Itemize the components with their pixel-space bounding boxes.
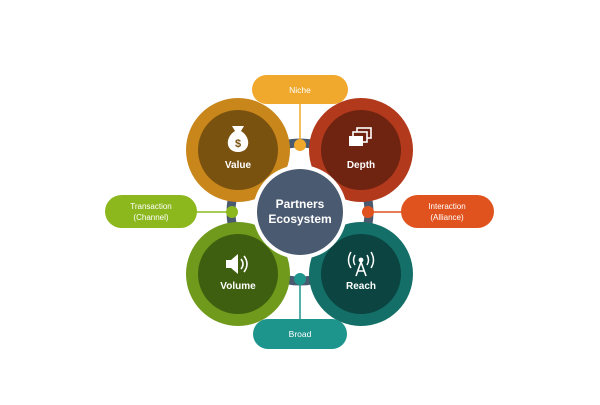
depth-node: Depth xyxy=(309,98,413,202)
svg-text:$: $ xyxy=(235,138,241,150)
volume-node: Volume xyxy=(186,222,290,326)
money-bag-icon: $ xyxy=(227,126,249,152)
speaker-icon xyxy=(226,254,248,274)
stacked-cards-icon xyxy=(349,127,372,146)
niche-label: Niche xyxy=(289,85,311,95)
transaction-label-line2: (Channel) xyxy=(133,213,168,222)
center-title-line2: Ecosystem xyxy=(268,212,331,226)
depth-label: Depth xyxy=(347,160,375,171)
niche-dot xyxy=(294,139,306,151)
interaction-pill: Interaction (Alliance) xyxy=(401,195,494,228)
interaction-label-line1: Interaction xyxy=(428,202,465,211)
center-hub: Partners Ecosystem xyxy=(253,165,347,259)
reach-label: Reach xyxy=(346,281,376,292)
transaction-pill: Transaction (Channel) xyxy=(105,195,197,228)
interaction-label-line2: (Alliance) xyxy=(430,213,464,222)
broad-dot xyxy=(294,273,306,285)
reach-node: Reach xyxy=(309,222,413,326)
broadcast-tower-icon xyxy=(347,251,375,277)
transaction-dot xyxy=(226,206,238,218)
volume-label: Volume xyxy=(220,281,256,292)
interaction-dot xyxy=(362,206,374,218)
value-label: Value xyxy=(225,160,252,171)
transaction-label-line1: Transaction xyxy=(130,202,172,211)
broad-pill: Broad xyxy=(253,319,347,349)
broad-label: Broad xyxy=(289,329,312,339)
niche-pill: Niche xyxy=(252,75,348,104)
value-node: $ Value xyxy=(186,98,290,202)
center-title-line1: Partners xyxy=(276,197,325,211)
